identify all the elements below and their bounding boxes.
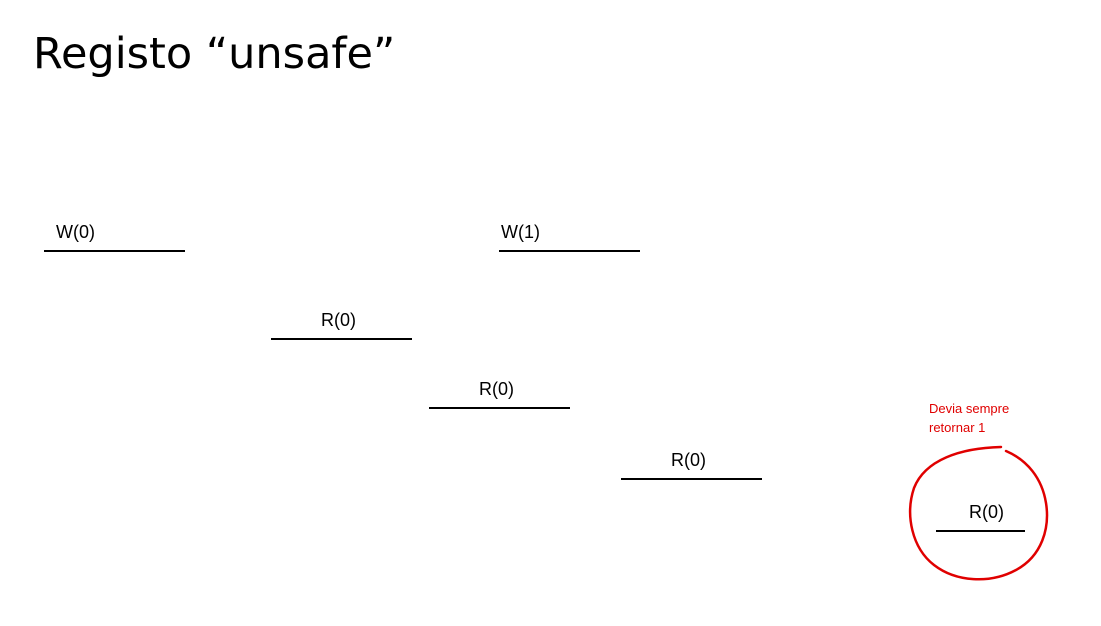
annotation-line-2: retornar 1 [929, 420, 986, 435]
op-interval-line [936, 530, 1025, 532]
op-label: W(1) [501, 222, 540, 242]
op-interval-line [271, 338, 412, 340]
read-op-r0-third: R(0) [621, 450, 762, 480]
op-interval-line [499, 250, 640, 252]
op-interval-line [429, 407, 570, 409]
annotation-line-1: Devia sempre [929, 401, 1010, 416]
op-label: W(0) [56, 222, 95, 242]
slide-title: Registo “unsafe” [33, 29, 396, 79]
op-label: R(0) [321, 310, 356, 330]
handwritten-annotation: Devia sempre retornar 1 [929, 399, 1049, 437]
op-interval-line [44, 250, 185, 252]
write-op-w1: W(1) [499, 222, 640, 252]
write-op-w0: W(0) [44, 222, 185, 252]
op-label: R(0) [479, 379, 514, 399]
read-op-r0-second: R(0) [429, 379, 570, 409]
op-label: R(0) [969, 502, 1004, 522]
op-label: R(0) [671, 450, 706, 470]
op-interval-line [621, 478, 762, 480]
read-op-r0-first: R(0) [271, 310, 412, 340]
read-op-r0-circled: R(0) [936, 502, 1025, 532]
